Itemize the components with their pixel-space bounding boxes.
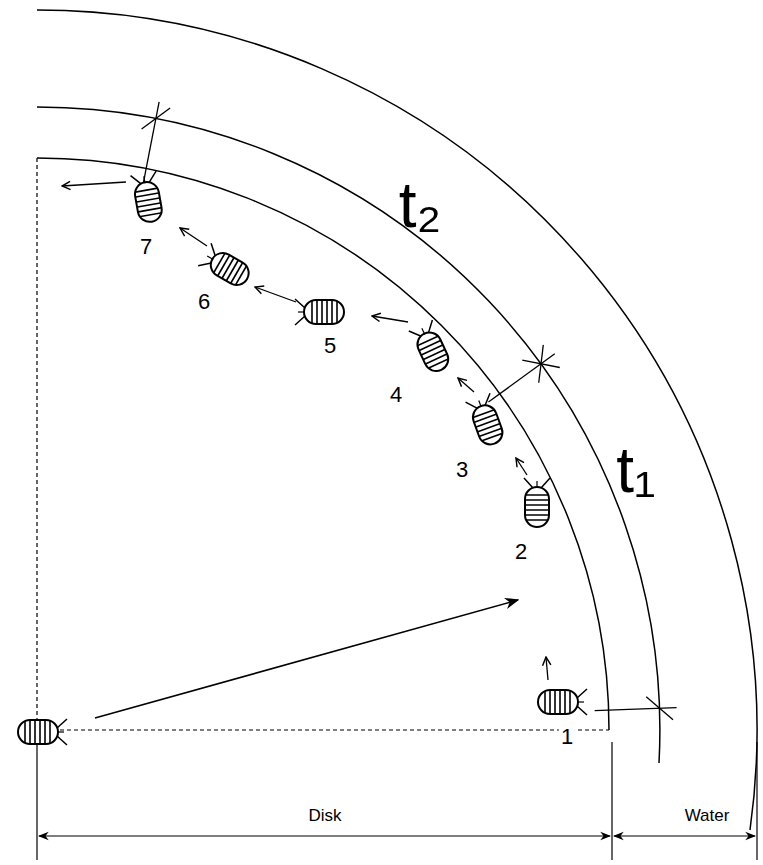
callout-number: 4 <box>388 383 404 407</box>
callout-number: 6 <box>196 290 212 314</box>
time-label: t₁ <box>614 437 657 503</box>
callout-number: 1 <box>559 725 575 749</box>
callout-number: 3 <box>454 458 470 482</box>
callout-number: 5 <box>322 334 338 358</box>
callout-number: 2 <box>513 540 529 564</box>
dimension-label: Water <box>683 806 732 825</box>
dimension-label: Disk <box>306 806 343 825</box>
time-label: t₂ <box>397 172 444 238</box>
callout-number: 7 <box>138 235 154 259</box>
